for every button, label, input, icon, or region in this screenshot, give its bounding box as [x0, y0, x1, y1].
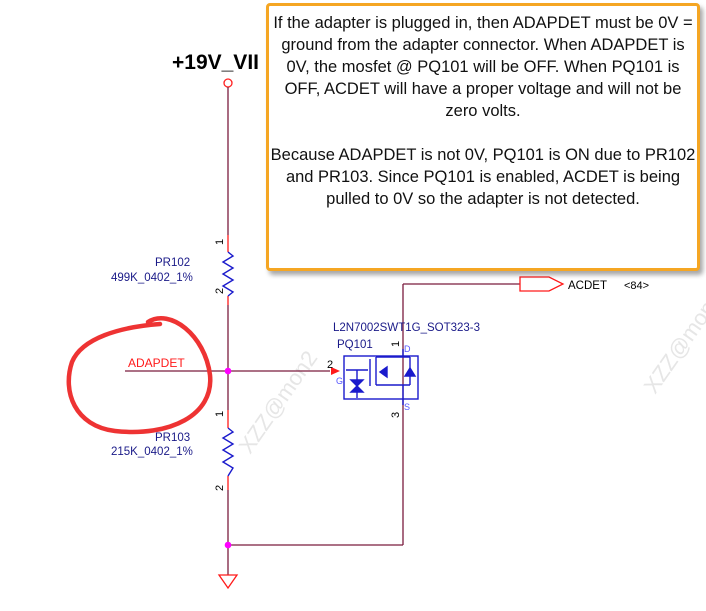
pr102-pin2: 2	[214, 288, 226, 294]
adapdet-net-label: ADAPDET	[128, 356, 185, 370]
drain-pin-label: D	[404, 344, 411, 354]
acdet-net-label: ACDET	[568, 280, 607, 292]
gate-arrow-icon	[331, 367, 340, 375]
junction-dot	[224, 541, 232, 549]
junction-dot	[224, 367, 232, 375]
pr102-ref: PR102	[155, 257, 190, 269]
pr103-value: 215K_0402_1%	[111, 446, 193, 458]
pr102-value: 499K_0402_1%	[111, 272, 193, 284]
gate-pin-label: G	[336, 376, 343, 386]
mosfet-part-number: L2N7002SWT1G_SOT323-3	[333, 322, 480, 334]
pr102-pin1: 1	[214, 239, 226, 245]
drain-pin-number: 1	[390, 341, 402, 347]
wire-vertical	[125, 87, 520, 575]
source-pin-number: 3	[390, 412, 402, 418]
pr103-ref: PR103	[155, 432, 190, 444]
annotation-circle	[66, 316, 213, 435]
acdet-page-ref: <84>	[624, 280, 649, 292]
gate-pin-number: 2	[327, 359, 333, 371]
mosfet-ref: PQ101	[337, 339, 373, 351]
resistor-pr102-icon	[221, 251, 235, 297]
source-pin-label: S	[404, 402, 410, 412]
pr103-pin1: 1	[214, 411, 226, 417]
ground-icon	[217, 574, 239, 590]
note-paragraph-2: Because ADAPDET is not 0V, PQ101 is ON d…	[270, 146, 696, 208]
explanation-note: If the adapter is plugged in, then ADAPD…	[266, 3, 700, 271]
power-pin-icon	[223, 78, 233, 88]
watermark: XZZ@mon2	[639, 286, 706, 398]
pr103-pin2: 2	[214, 485, 226, 491]
note-paragraph-1: If the adapter is plugged in, then ADAPD…	[273, 14, 693, 120]
power-rail-label: +19V_VII	[172, 51, 259, 74]
mosfet-pq101-icon	[343, 349, 419, 405]
watermark: XZZ@mon2	[234, 346, 323, 458]
resistor-pr103-icon	[221, 427, 235, 477]
acdet-port-icon	[519, 276, 565, 292]
